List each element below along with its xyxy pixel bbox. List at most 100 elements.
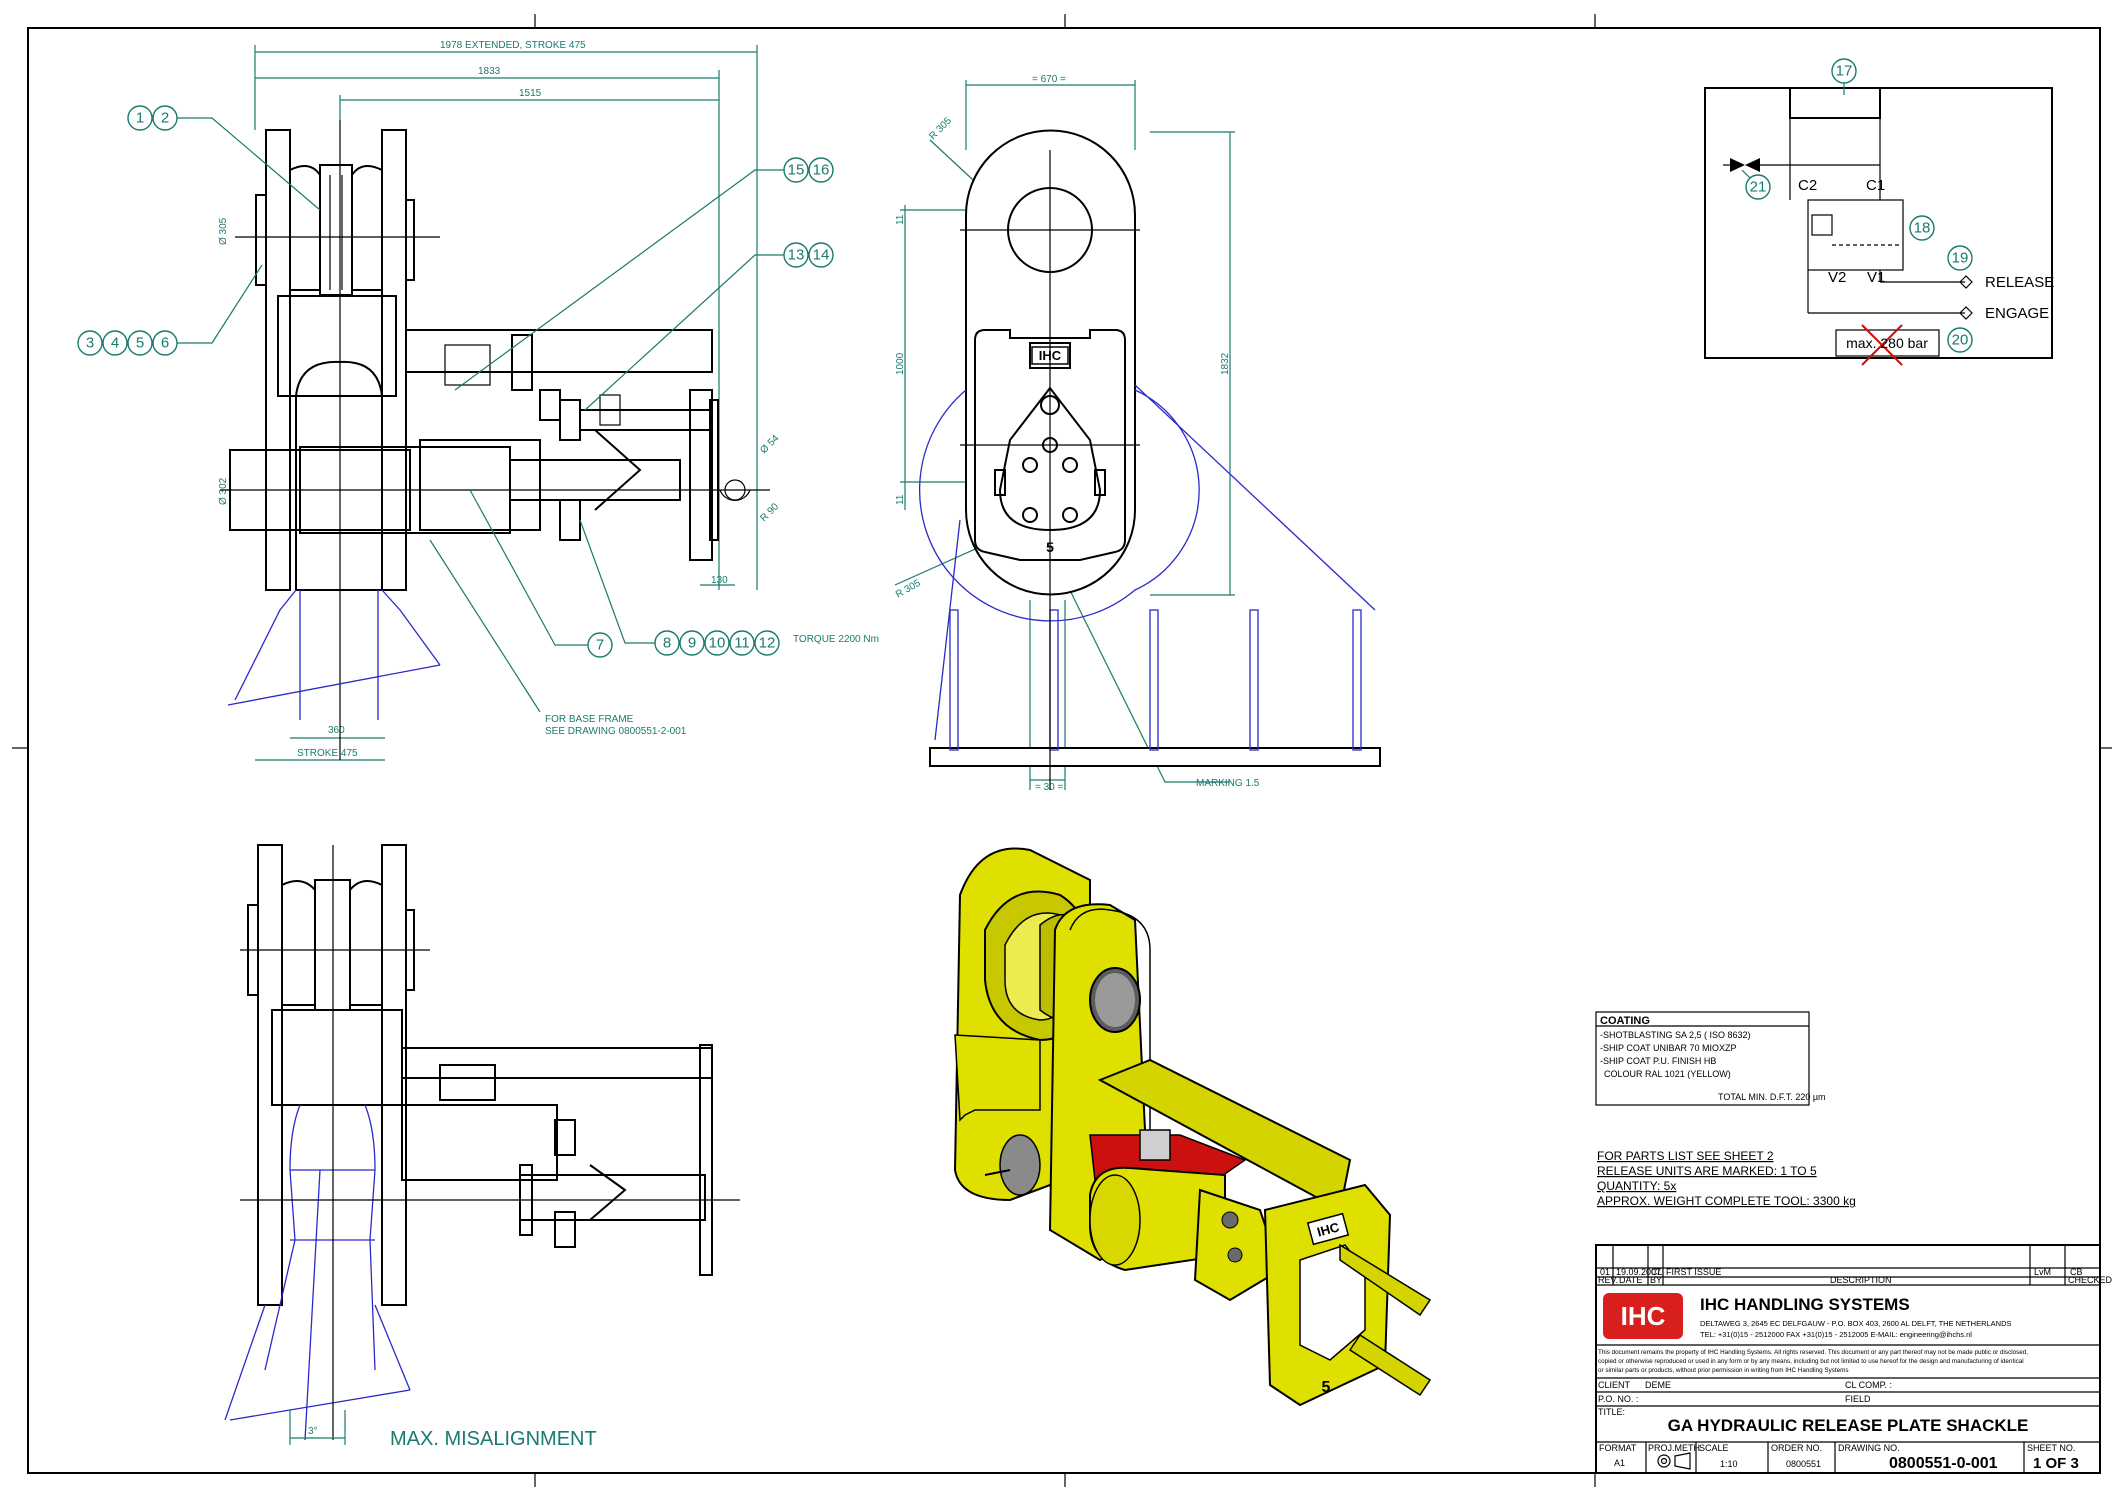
title-block: 01 19.09.2007 CL FIRST ISSUE LvM CB REV.…: [1595, 1244, 2113, 1474]
company-name: IHC HANDLING SYSTEMS: [1700, 1295, 1910, 1314]
projmeth-label: PROJ.METH.: [1648, 1443, 1703, 1453]
checked-value: CB: [2070, 1267, 2083, 1277]
company-logo-box: [1603, 1293, 1683, 1339]
coating-title: COATING: [1600, 1015, 1650, 1027]
balloon-17: 17: [1836, 63, 1853, 80]
dim-r305-bot: R 305: [894, 578, 923, 601]
misalignment-label: MAX. MISALIGNMENT: [390, 1428, 597, 1450]
balloon-14: 14: [813, 247, 830, 264]
port-c1: C1: [1866, 177, 1885, 194]
company-address: DELTAWEG 3, 2645 EC DELFGAUW - P.O. BOX …: [1700, 1319, 2012, 1328]
torque-note: TORQUE 2200 Nm: [793, 634, 879, 645]
sheet-label: SHEET NO.: [2027, 1443, 2075, 1453]
dim-stroke: STROKE 475: [297, 748, 358, 759]
balloon-12: 12: [759, 635, 776, 652]
order-label: ORDER NO.: [1771, 1443, 1822, 1453]
drawing-label: DRAWING NO.: [1838, 1443, 1900, 1453]
balloon-19: 19: [1952, 250, 1969, 267]
title-label: TITLE:: [1598, 1407, 1625, 1417]
drawing-title: GA HYDRAULIC RELEASE PLATE SHACKLE: [1668, 1416, 2029, 1435]
sheet-border: [27, 27, 2101, 1474]
side-view: 1978 EXTENDED, STROKE 475 1833 1515 Ø 30…: [77, 40, 879, 761]
balloon-4: 4: [111, 335, 119, 352]
balloon-7: 7: [596, 637, 604, 654]
disclaimer-1: This document remains the property of IH…: [1598, 1349, 2028, 1356]
marking-note: MARKING 1.5: [1196, 778, 1260, 789]
scale-value: 1:10: [1720, 1459, 1738, 1469]
balloon-16: 16: [813, 162, 830, 179]
by-value: CL: [1651, 1267, 1663, 1277]
dim-dia54: Ø 54: [758, 433, 781, 456]
dim-30: = 30 =: [1035, 782, 1064, 793]
dim-1000: 1000: [895, 352, 906, 375]
col-date: DATE: [1619, 1275, 1642, 1285]
iso-logo: IHC: [1315, 1219, 1341, 1239]
balloon-3: 3: [86, 335, 94, 352]
balloon-10: 10: [709, 635, 726, 652]
col-checked: CHECKED: [2068, 1275, 2113, 1285]
iso-logo-plate: [1306, 1212, 1350, 1246]
company-contact: TEL: +31(0)15 - 2512000 FAX +31(0)15 - 2…: [1700, 1330, 1972, 1339]
drawing-number: 0800551-0-001: [1889, 1455, 1998, 1472]
client-value: DEME: [1645, 1380, 1671, 1390]
coating-line-2: -SHIP COAT UNIBAR 70 MIOXZP: [1600, 1043, 1737, 1053]
dim-dia305: Ø 305: [218, 217, 229, 245]
col-description: DESCRIPTION: [1830, 1275, 1892, 1285]
note-2: RELEASE UNITS ARE MARKED: 1 TO 5: [1597, 1164, 1817, 1178]
balloon-18: 18: [1914, 220, 1931, 237]
date-value: 19.09.2007: [1616, 1267, 1661, 1277]
projection-symbol: [1657, 1452, 1691, 1470]
dim-1515: 1515: [519, 88, 542, 99]
description-entry: FIRST ISSUE: [1666, 1267, 1721, 1277]
balloon-15: 15: [788, 162, 805, 179]
port-v2: V2: [1828, 269, 1846, 286]
balloon-1: 1: [136, 110, 144, 127]
company-logo: IHC: [1621, 1301, 1666, 1331]
engage-label: ENGAGE: [1985, 305, 2049, 322]
balloon-2: 2: [161, 110, 169, 127]
disclaimer-3: or similar parts or products, without pr…: [1598, 1367, 1849, 1374]
balloon-8: 8: [663, 635, 671, 652]
order-value: 0800551: [1786, 1459, 1821, 1469]
balloon-13: 13: [788, 247, 805, 264]
coating-box: COATING -SHOTBLASTING SA 2,5 ( ISO 8632)…: [1595, 1011, 1826, 1106]
balloon-5: 5: [136, 335, 144, 352]
dim-360: 360: [328, 725, 345, 736]
base-frame-note-2: SEE DRAWING 0800551-2-001: [545, 726, 687, 737]
dim-dia302: Ø 302: [218, 477, 229, 505]
coating-line-1: -SHOTBLASTING SA 2,5 ( ISO 8632): [1600, 1030, 1751, 1040]
dim-11a: 11: [895, 214, 906, 225]
note-3: QUANTITY: 5x: [1597, 1179, 1676, 1193]
disclaimer-2: copied or otherwise reproduced or used i…: [1598, 1358, 2024, 1365]
col-by: BY: [1650, 1275, 1662, 1285]
scale-label: SCALE: [1699, 1443, 1729, 1453]
dim-11b: 11: [895, 494, 906, 505]
port-v1: V1: [1867, 269, 1885, 286]
dim-r305-top: R 305: [927, 115, 954, 142]
dim-1832: 1832: [1220, 352, 1231, 375]
front-view: = 670 = R 305 R 305 1832 1000 11 11 = 30…: [894, 74, 1381, 793]
release-label: RELEASE: [1985, 274, 2054, 291]
sheet-number: 1 OF 3: [2033, 1455, 2079, 1472]
balloon-6: 6: [161, 335, 169, 352]
field-label: FIELD: [1845, 1394, 1871, 1404]
general-notes: FOR PARTS LIST SEE SHEET 2 RELEASE UNITS…: [1597, 1149, 1856, 1208]
note-4: APPROX. WEIGHT COMPLETE TOOL: 3300 kg: [1597, 1194, 1856, 1208]
misalignment-angle: 3°: [308, 1426, 318, 1437]
coating-line-4: COLOUR RAL 1021 (YELLOW): [1604, 1069, 1731, 1079]
client-label: CLIENT: [1598, 1380, 1631, 1390]
balloon-9: 9: [688, 635, 696, 652]
max-pressure: max. 280 bar: [1846, 335, 1928, 351]
dim-1833: 1833: [478, 66, 501, 77]
dim-130: 130: [711, 575, 728, 586]
hydraulic-schematic: C2 C1 V2 V1 RELEASE ENGAGE max. 280 bar …: [1704, 58, 2054, 366]
cl-comp-label: CL COMP. :: [1845, 1380, 1892, 1390]
col-rev: REV.: [1598, 1275, 1618, 1285]
balloon-20: 20: [1952, 332, 1969, 349]
iso-view: IHC 5: [953, 847, 1432, 1407]
coating-line-3: -SHIP COAT P.U. FINISH HB: [1600, 1056, 1716, 1066]
format-value: A1: [1614, 1458, 1625, 1468]
init-value: LvM: [2034, 1267, 2051, 1277]
dim-r90: R 90: [758, 501, 781, 524]
format-label: FORMAT: [1599, 1443, 1637, 1453]
